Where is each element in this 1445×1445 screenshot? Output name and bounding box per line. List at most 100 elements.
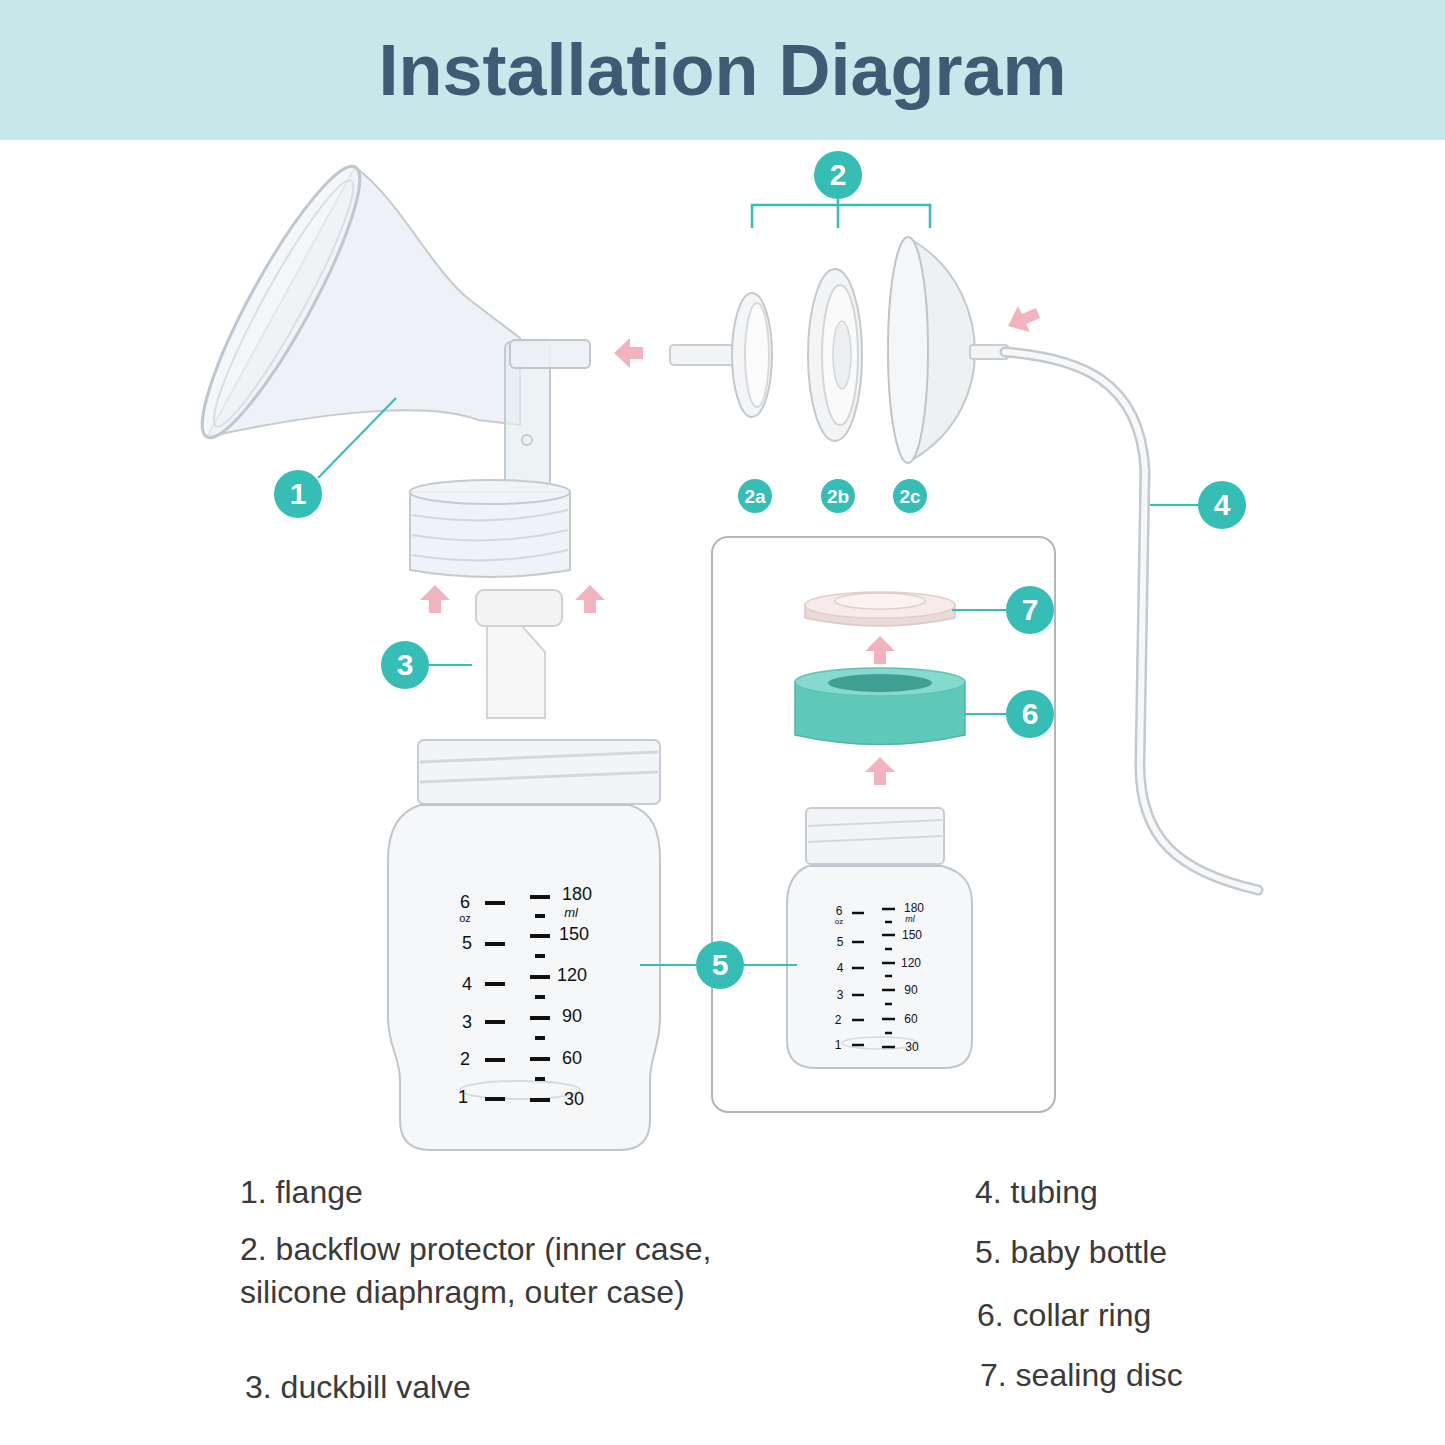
assembly-arrow bbox=[420, 585, 450, 613]
callout-circle: 3 bbox=[381, 641, 429, 689]
flange-port bbox=[510, 340, 590, 368]
scale-number: 30 bbox=[905, 1041, 918, 1053]
thread-lines bbox=[412, 510, 568, 560]
callout-circle: 5 bbox=[696, 941, 744, 989]
callout-circle: 2 bbox=[814, 151, 862, 199]
callout-number: 7 bbox=[1022, 595, 1039, 625]
unit-label: oz bbox=[459, 913, 471, 924]
scale-number: 6 bbox=[836, 905, 843, 917]
scale-number: 2 bbox=[835, 1014, 842, 1026]
part-name: 3. duckbill valve bbox=[245, 1366, 471, 1409]
leader-line bbox=[1150, 504, 1198, 506]
flange-rim-inner bbox=[199, 171, 369, 436]
assembly-arrow bbox=[865, 636, 895, 664]
callout-circle: 6 bbox=[1006, 690, 1054, 738]
unit-label: oz bbox=[835, 918, 843, 926]
scale-number: 60 bbox=[562, 1049, 582, 1067]
collar-ring-hole bbox=[828, 674, 932, 692]
scale-number: 5 bbox=[837, 936, 844, 948]
scale-number: 4 bbox=[837, 962, 844, 974]
scale-number: 4 bbox=[462, 975, 472, 993]
silicone-diaphragm-center bbox=[833, 321, 851, 389]
bottle-body bbox=[388, 805, 660, 1150]
unit-label: ml bbox=[564, 906, 578, 919]
callout-circle: 2c bbox=[893, 479, 927, 513]
callout-number: 5 bbox=[712, 950, 729, 980]
part-name: 1. flange bbox=[240, 1171, 363, 1214]
scale-number: 60 bbox=[904, 1013, 917, 1025]
part-name: 7. sealing disc bbox=[980, 1354, 1183, 1397]
backflow-outer-case bbox=[888, 237, 928, 463]
callout-number: 1 bbox=[290, 479, 307, 509]
part-name: 4. tubing bbox=[975, 1171, 1098, 1214]
sealing-disc-center bbox=[835, 593, 925, 609]
flange-collar-top bbox=[410, 480, 570, 504]
scale-number: 150 bbox=[902, 929, 922, 941]
assembly-arrow bbox=[575, 585, 605, 613]
callout-circle: 2b bbox=[821, 479, 855, 513]
scale-number: 2 bbox=[460, 1050, 470, 1068]
scale-number: 6 bbox=[460, 893, 470, 911]
scale-number: 90 bbox=[904, 984, 917, 996]
scale-number: 30 bbox=[564, 1090, 584, 1108]
bracket bbox=[752, 199, 930, 228]
callout-number: 2b bbox=[827, 487, 849, 506]
scale-number: 1 bbox=[835, 1039, 842, 1051]
callout-number: 2a bbox=[744, 487, 765, 506]
part-name: 2. backflow protector (inner case, silic… bbox=[240, 1228, 770, 1314]
silicone-diaphragm bbox=[808, 269, 862, 441]
backflow-nozzle bbox=[670, 345, 740, 365]
bottle-body bbox=[787, 866, 972, 1068]
scale-ticks bbox=[852, 909, 895, 1047]
sealing-disc bbox=[805, 592, 955, 618]
unit-label: ml bbox=[905, 915, 915, 924]
scale-number: 5 bbox=[462, 934, 472, 952]
callout-circle: 4 bbox=[1198, 481, 1246, 529]
duckbill-valve-cap bbox=[476, 590, 562, 626]
scale-number: 120 bbox=[901, 957, 921, 969]
duckbill-valve-bill bbox=[487, 626, 545, 718]
assembly-arrow bbox=[614, 338, 643, 368]
backflow-inner-case-detail bbox=[745, 303, 769, 407]
assembly-arrow bbox=[1008, 306, 1040, 332]
title: Installation Diagram bbox=[0, 29, 1445, 111]
part-name: 6. collar ring bbox=[977, 1294, 1151, 1337]
callout-number: 3 bbox=[397, 650, 414, 680]
callout-circle: 2a bbox=[738, 479, 772, 513]
leader-line bbox=[318, 398, 396, 478]
bottle-neck bbox=[806, 808, 944, 864]
scale-number: 3 bbox=[837, 989, 844, 1001]
scale-number: 180 bbox=[562, 885, 592, 903]
scale-number: 3 bbox=[462, 1013, 472, 1031]
callout-number: 4 bbox=[1214, 490, 1231, 520]
collar-ring-top bbox=[795, 668, 965, 696]
scale-number: 120 bbox=[557, 966, 587, 984]
title-band: Installation Diagram bbox=[0, 0, 1445, 140]
flange-detail bbox=[522, 435, 532, 445]
scale-number: 150 bbox=[559, 925, 589, 943]
callout-number: 2 bbox=[830, 160, 847, 190]
scale-number: 90 bbox=[562, 1007, 582, 1025]
scale-number: 1 bbox=[458, 1088, 468, 1106]
callout-circle: 1 bbox=[274, 470, 322, 518]
callout-circle: 7 bbox=[1006, 586, 1054, 634]
leader-line bbox=[952, 609, 1006, 611]
leader-line bbox=[429, 664, 472, 666]
bottle-neck bbox=[418, 740, 660, 804]
backflow-inner-case bbox=[732, 293, 772, 417]
tubing bbox=[1005, 352, 1258, 890]
scale-number: 180 bbox=[904, 902, 924, 914]
assembly-arrow bbox=[865, 757, 895, 785]
bottle-base bbox=[460, 1081, 580, 1099]
part-name: 5. baby bottle bbox=[975, 1231, 1167, 1274]
flange-rim bbox=[181, 153, 382, 452]
callout-number: 2c bbox=[899, 487, 920, 506]
thread-lines bbox=[420, 752, 658, 782]
leader-line bbox=[965, 713, 1006, 715]
thread-lines bbox=[808, 820, 942, 842]
scale-ticks bbox=[485, 897, 550, 1100]
inset-frame bbox=[712, 537, 1055, 1112]
tubing-core bbox=[1005, 352, 1258, 890]
